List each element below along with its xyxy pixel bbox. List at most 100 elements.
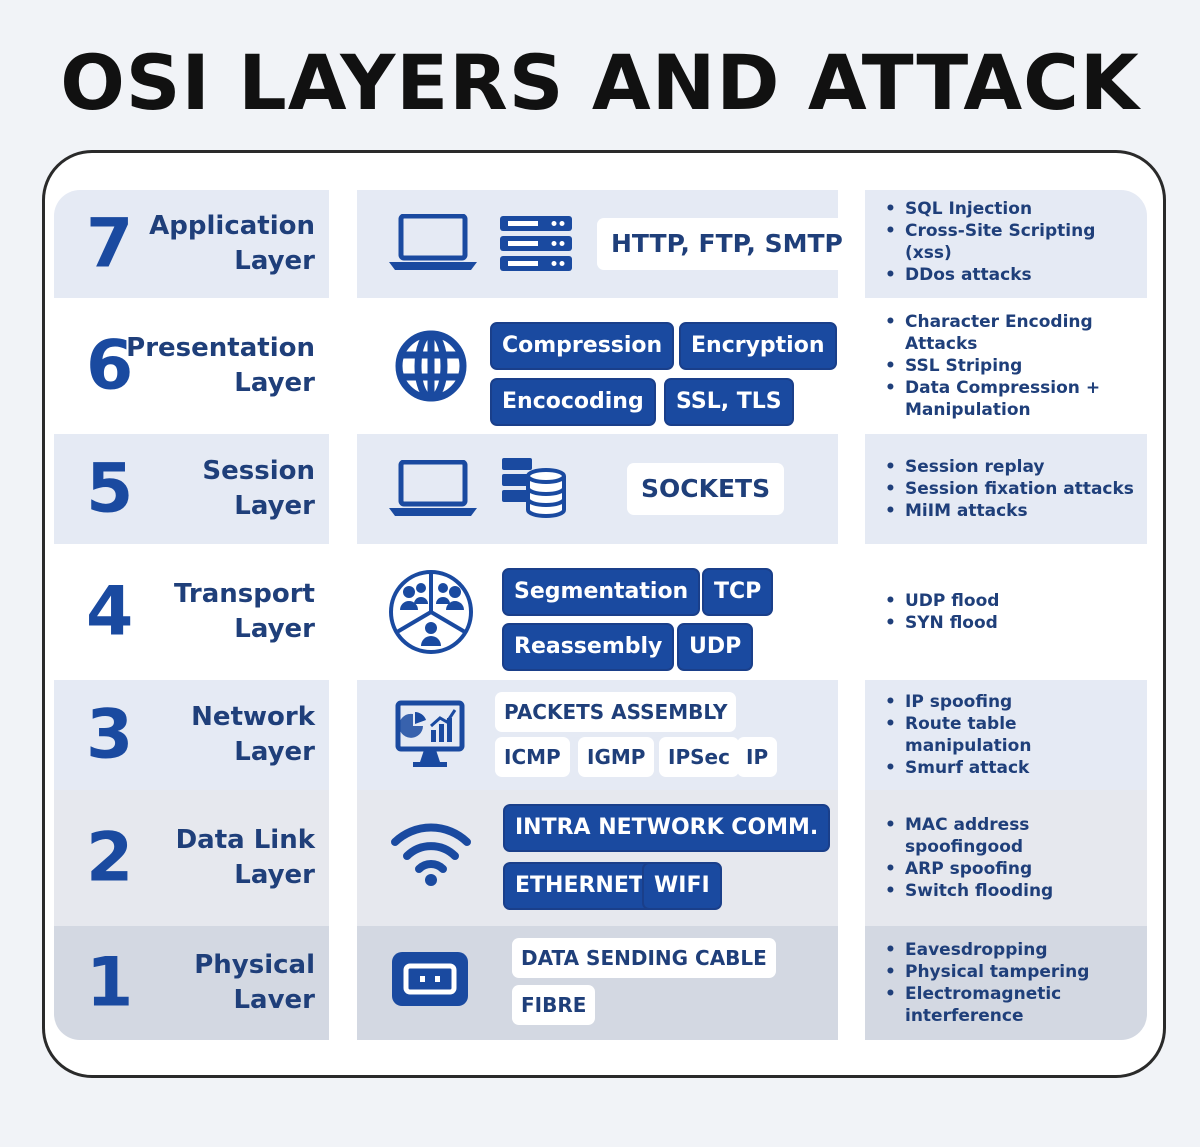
- attack-item: SSL Striping: [885, 355, 1145, 377]
- layer-row-7: 7 Application Layer HTTP, FTP, SMTP SQL …: [54, 190, 1147, 298]
- layer-number: 7: [86, 204, 134, 284]
- layer-name: Network Layer: [191, 700, 315, 770]
- layer-name-line: Transport: [174, 579, 315, 609]
- protocol-tag: IGMP: [578, 737, 655, 777]
- protocol-tag: DATA SENDING CABLE: [512, 938, 776, 978]
- layer-number: 3: [86, 695, 134, 775]
- attack-item: Physical tampering: [885, 961, 1145, 983]
- laptop-icon: [387, 460, 479, 518]
- layer-name-cell: 4 Transport Layer: [54, 544, 329, 680]
- layer-attacks-cell: UDP flood SYN flood: [865, 544, 1147, 680]
- layer-name-cell: 6 Presentation Layer: [54, 298, 329, 434]
- attack-item: Cross-Site Scripting (xss): [885, 220, 1145, 264]
- protocol-tag: Encryption: [679, 322, 837, 370]
- layer-name-cell: 5 Session Layer: [54, 434, 329, 544]
- layer-row-3: 3 Network Layer PACKETS ASSEMBLY ICMP IG…: [54, 680, 1147, 790]
- monitor-chart-icon: [395, 700, 465, 768]
- attack-item: Route table manipulation: [885, 713, 1145, 757]
- layer-name-line: Data Link: [175, 825, 315, 855]
- attack-list: Session replay Session fixation attacks …: [885, 456, 1145, 522]
- protocol-tag: INTRA NETWORK COMM.: [503, 804, 831, 852]
- protocol-tag: SSL, TLS: [664, 378, 794, 426]
- layer-attacks-cell: MAC address spoofingood ARP spoofing Swi…: [865, 790, 1147, 926]
- attack-item: Eavesdropping: [885, 939, 1145, 961]
- layer-attacks-cell: Character Encoding Attacks SSL Striping …: [865, 298, 1147, 434]
- layer-number: 6: [86, 326, 134, 406]
- layer-name-line: Layer: [234, 614, 315, 644]
- layer-name: Transport Layer: [174, 577, 315, 647]
- layer-name: Data Link Layer: [176, 823, 315, 893]
- layer-name: Presentation Layer: [126, 331, 315, 401]
- layer-protocols-cell: PACKETS ASSEMBLY ICMP IGMP IPSec IP: [357, 680, 838, 790]
- layer-row-1: 1 Physical Laver DATA SENDING CABLE FIBR…: [54, 926, 1147, 1040]
- attack-item: UDP flood: [885, 590, 1145, 612]
- layer-attacks-cell: SQL Injection Cross-Site Scripting (xss)…: [865, 190, 1147, 298]
- layer-row-5: 5 Session Layer SOCKETS Session replay S…: [54, 434, 1147, 544]
- attack-item: Session fixation attacks: [885, 478, 1145, 500]
- protocol-tag: ETHERNET: [503, 862, 656, 910]
- layer-number: 4: [86, 572, 134, 652]
- attack-item: MiIM attacks: [885, 500, 1145, 522]
- layer-name-line: Layer: [234, 491, 315, 521]
- layer-name-cell: 3 Network Layer: [54, 680, 329, 790]
- page-title: OSI LAYERS AND ATTACK: [60, 38, 1140, 127]
- globe-icon: [393, 328, 469, 404]
- layer-attacks-cell: IP spoofing Route table manipulation Smu…: [865, 680, 1147, 790]
- layer-name: Physical Laver: [194, 948, 315, 1018]
- layer-number: 5: [86, 449, 134, 529]
- attack-list: IP spoofing Route table manipulation Smu…: [885, 691, 1145, 779]
- protocol-tag: WIFI: [642, 862, 722, 910]
- attack-item: Character Encoding Attacks: [885, 311, 1145, 355]
- layer-row-2: 2 Data Link Layer INTRA NETWORK COMM. ET…: [54, 790, 1147, 926]
- layer-name-line: Physical: [194, 950, 315, 980]
- wifi-icon: [389, 820, 473, 886]
- protocol-tag: IPSec: [659, 737, 739, 777]
- layer-name-line: Layer: [234, 860, 315, 890]
- attack-list: UDP flood SYN flood: [885, 590, 1145, 634]
- attack-item: SYN flood: [885, 612, 1145, 634]
- layer-attacks-cell: Eavesdropping Physical tampering Electro…: [865, 926, 1147, 1040]
- attack-item: Smurf attack: [885, 757, 1145, 779]
- attack-item: Switch flooding: [885, 880, 1145, 902]
- layer-name: Application Layer: [149, 209, 315, 279]
- protocol-tag: Reassembly: [502, 623, 675, 671]
- protocol-tag: PACKETS ASSEMBLY: [495, 692, 737, 732]
- protocol-tag: UDP: [677, 623, 754, 671]
- network-port-icon: [390, 950, 470, 1008]
- protocol-tag: ICMP: [495, 737, 570, 777]
- database-icon: [502, 456, 568, 518]
- attack-list: Character Encoding Attacks SSL Striping …: [885, 311, 1145, 421]
- protocol-tag: FIBRE: [512, 985, 596, 1025]
- attack-item: SQL Injection: [885, 198, 1145, 220]
- layer-protocols-cell: HTTP, FTP, SMTP: [357, 190, 857, 298]
- attack-item: MAC address spoofingood: [885, 814, 1145, 858]
- layer-row-4: 4 Transport Layer Segmentation TCP Reass…: [54, 544, 1147, 680]
- layer-protocols-cell: Compression Encryption Encocoding SSL, T…: [357, 298, 838, 434]
- layer-row-6: 6 Presentation Layer Compression Encrypt…: [54, 298, 1147, 434]
- user-groups-icon: [387, 568, 475, 656]
- protocol-tag: SOCKETS: [627, 463, 785, 515]
- attack-item: Electromagnetic interference: [885, 983, 1145, 1027]
- layer-name-line: Layer: [234, 246, 315, 276]
- layer-attacks-cell: Session replay Session fixation attacks …: [865, 434, 1147, 544]
- layer-protocols-cell: DATA SENDING CABLE FIBRE: [357, 926, 838, 1040]
- attack-item: Session replay: [885, 456, 1145, 478]
- attack-list: SQL Injection Cross-Site Scripting (xss)…: [885, 198, 1145, 286]
- attack-item: ARP spoofing: [885, 858, 1145, 880]
- layer-protocols-cell: Segmentation TCP Reassembly UDP: [357, 544, 838, 680]
- attack-list: MAC address spoofingood ARP spoofing Swi…: [885, 814, 1145, 902]
- osi-layers-table: 7 Application Layer HTTP, FTP, SMTP SQL …: [54, 190, 1147, 1040]
- layer-name-line: Session: [202, 456, 315, 486]
- layer-name-cell: 2 Data Link Layer: [54, 790, 329, 926]
- attack-item: DDos attacks: [885, 264, 1145, 286]
- layer-name-line: Application: [149, 211, 315, 241]
- protocol-tag: HTTP, FTP, SMTP: [597, 218, 857, 270]
- laptop-icon: [387, 214, 479, 272]
- protocol-tag: Segmentation: [502, 568, 701, 616]
- layer-name-cell: 7 Application Layer: [54, 190, 329, 298]
- layer-protocols-cell: INTRA NETWORK COMM. ETHERNET WIFI: [357, 790, 838, 926]
- layer-name-line: Layer: [234, 368, 315, 398]
- attack-item: Data Compression + Manipulation: [885, 377, 1145, 421]
- layer-number: 2: [86, 818, 134, 898]
- layer-number: 1: [86, 943, 134, 1023]
